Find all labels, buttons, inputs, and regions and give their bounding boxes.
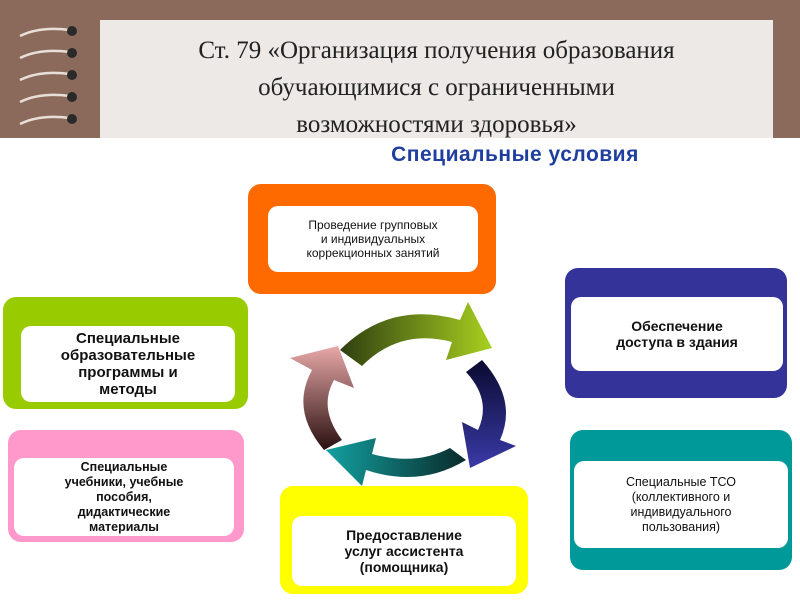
cycle-arrows-diagram [290, 302, 516, 486]
teal-cycle-arrow [326, 438, 466, 486]
card-group-lessons-text: Проведение групповых и индивидуальных ко… [268, 206, 478, 272]
slide-subtitle: Специальные условия [391, 143, 639, 166]
green-cycle-arrow [340, 302, 492, 366]
card-group-lessons: Проведение групповых и индивидуальных ко… [248, 184, 496, 294]
card-assistant-services-text: Предоставление услуг ассистента (помощни… [292, 516, 516, 586]
card-textbooks: Специальные учебники, учебные пособия, д… [8, 430, 244, 542]
card-building-access-text: Обеспечение доступа в здания [571, 297, 783, 371]
title-box: Ст. 79 «Организация получения образовани… [100, 20, 773, 138]
notebook-spiral-icon [19, 26, 77, 126]
card-building-access: Обеспечение доступа в здания [565, 268, 787, 398]
navy-cycle-arrow [462, 360, 516, 468]
card-technical-aids: Специальные ТСО (коллективного и индивид… [570, 430, 792, 570]
card-textbooks-text: Специальные учебники, учебные пособия, д… [14, 458, 234, 536]
card-educational-programs: Специальные образовательные программы и … [3, 297, 248, 409]
rose-cycle-arrow [290, 346, 354, 450]
card-technical-aids-text: Специальные ТСО (коллективного и индивид… [574, 461, 788, 548]
slide-title: Ст. 79 «Организация получения образовани… [198, 37, 675, 138]
header-band: Ст. 79 «Организация получения образовани… [0, 0, 800, 138]
card-assistant-services: Предоставление услуг ассистента (помощни… [280, 486, 528, 594]
card-educational-programs-text: Специальные образовательные программы и … [21, 326, 235, 402]
